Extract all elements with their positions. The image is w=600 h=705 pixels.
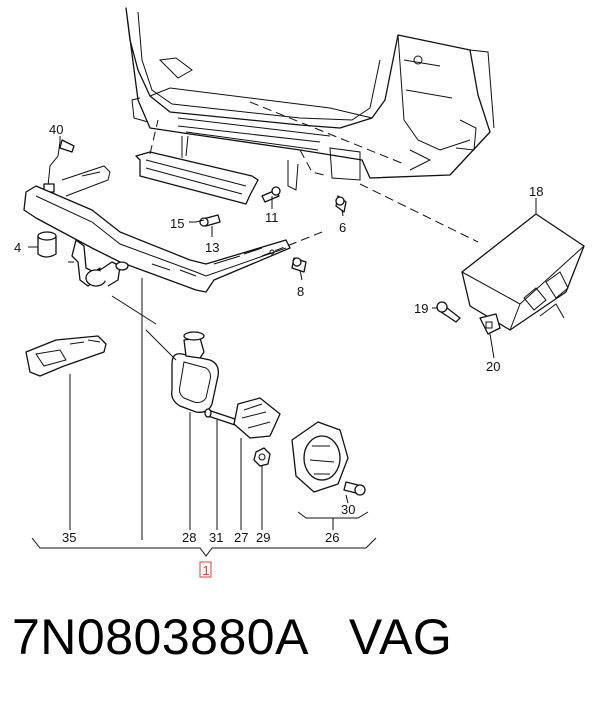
brand-name: VAG: [348, 609, 453, 665]
bolt-11: [261, 186, 281, 203]
rubber-bump-stop-4: [37, 231, 57, 258]
callout-28: 28: [182, 530, 196, 545]
screw-19: [436, 301, 461, 323]
callout-6: 6: [339, 220, 346, 235]
part-number-caption: 7N0803880A VAG: [12, 612, 452, 662]
mounting-bracket-15: [135, 135, 299, 205]
wiring-harness-40: [43, 139, 75, 193]
screw-30: [343, 481, 366, 496]
bolt-13: [199, 214, 221, 227]
clip-nut-20: [479, 313, 501, 335]
callout-13: 13: [205, 240, 219, 255]
callout-18: 18: [529, 184, 543, 199]
callout-26: 26: [325, 530, 339, 545]
callout-19: 19: [414, 301, 428, 316]
callout-27: 27: [234, 530, 248, 545]
hitch-cover-35: [25, 335, 107, 377]
callout-15: 15: [170, 216, 184, 231]
callout-29: 29: [256, 530, 270, 545]
callout-31: 31: [209, 530, 223, 545]
callout-4: 4: [14, 240, 21, 255]
pin-31: [204, 408, 239, 427]
main-reference-marker[interactable]: 1: [199, 561, 212, 578]
callout-35: 35: [62, 530, 76, 545]
vehicle-rear-body: [125, 7, 495, 181]
part-number: 7N0803880A: [12, 609, 309, 665]
alignment-lines: [149, 101, 479, 257]
callout-11: 11: [265, 210, 279, 225]
exploded-parts-diagram: 40 4 15 13 11 6 8 18 19 20 35 28 31 27 2…: [14, 7, 585, 578]
bolt-8: [291, 257, 307, 273]
bolt-6: [335, 195, 347, 213]
callout-20: 20: [486, 359, 500, 374]
socket-housing-26: [291, 421, 349, 493]
callout-40: 40: [49, 122, 63, 137]
main-reference-label: 1: [203, 563, 210, 578]
callout-8: 8: [297, 284, 304, 299]
socket-gasket-28: [171, 331, 219, 413]
callout-numbers: 40 4 15 13 11 6 8 18 19 20 35 28 31 27 2…: [14, 122, 543, 545]
trailer-control-module-18: [461, 213, 585, 331]
contact-carrier-27: [233, 397, 281, 439]
nut-29: [253, 447, 271, 467]
tow-ball-hitch: [68, 239, 129, 287]
leader-lines: [28, 136, 537, 557]
callout-30: 30: [341, 502, 355, 517]
towbar-crossmember: [23, 165, 291, 293]
